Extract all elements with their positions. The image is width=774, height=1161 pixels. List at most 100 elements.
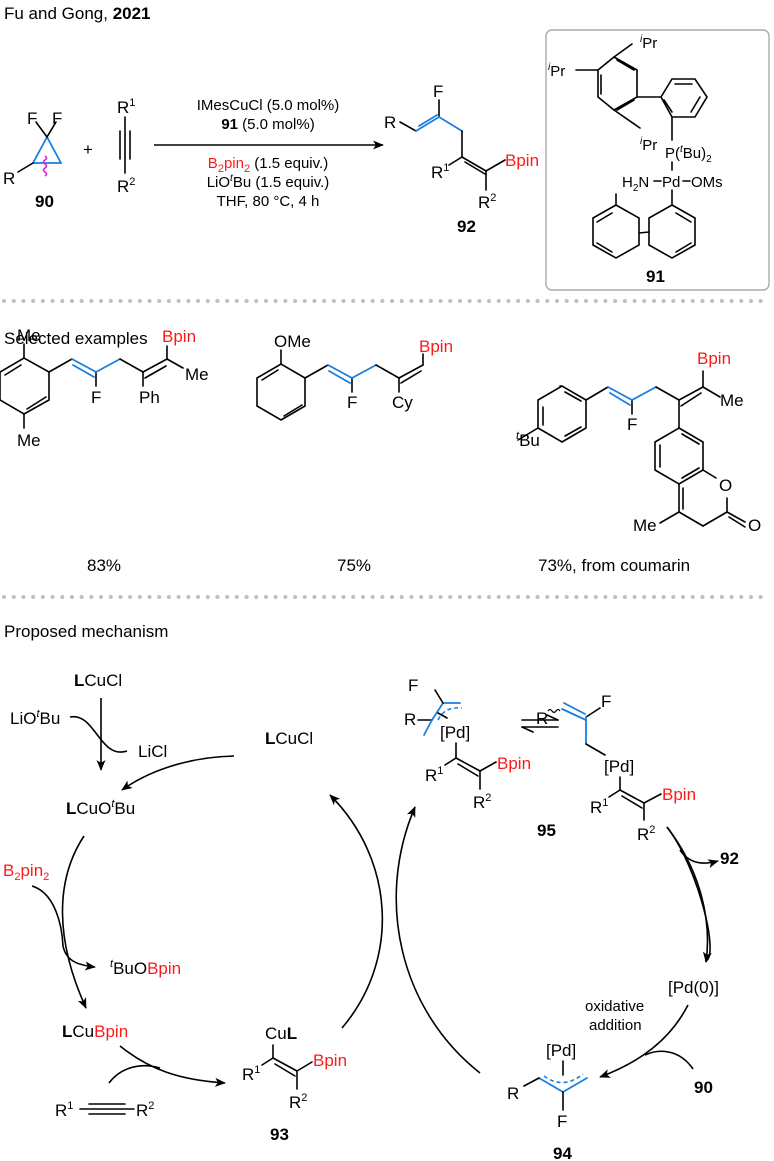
svg-text:Bpin: Bpin: [419, 337, 453, 356]
lcuotbu-species: LCuOtBu: [66, 798, 135, 818]
svg-text:iPr: iPr: [640, 136, 657, 154]
example-3: tBu F Me Me O O Bpin 73%, from coumarin: [516, 349, 761, 575]
svg-text:R1: R1: [242, 1064, 260, 1084]
svg-text:91 (5.0 mol%): 91 (5.0 mol%): [221, 116, 314, 133]
svg-text:F: F: [347, 393, 357, 412]
svg-text:R2: R2: [117, 176, 135, 196]
b2pin2-reagent: B2pin2: [3, 861, 49, 883]
intermediate-95-sigma: R R F [Pd] R1 Bpin R2: [536, 692, 696, 844]
svg-text:F: F: [408, 676, 418, 695]
compound-label-94: 94: [553, 1144, 572, 1161]
reagent-90: F F R 90: [3, 109, 62, 211]
compound-label-95: 95: [537, 821, 556, 840]
header-title: Fu and Gong, 2021: [4, 4, 151, 23]
svg-text:Me: Me: [17, 431, 41, 450]
svg-text:Bpin: Bpin: [662, 785, 696, 804]
svg-text:[Pd]: [Pd]: [604, 757, 634, 776]
svg-text:O: O: [719, 476, 732, 495]
svg-text:OMe: OMe: [274, 332, 311, 351]
svg-text:[Pd]: [Pd]: [440, 723, 470, 742]
catalyst-91-box: iPr iPr iPr P(tBu)2 H2N Pd OMs 91: [545, 29, 770, 291]
example-1: Me Me F Ph Me Bpin 83%: [0, 326, 209, 575]
f-atom: F: [52, 109, 62, 128]
product-92: R F R1 Bpin R2 92: [384, 82, 539, 236]
compound-label-90: 90: [35, 192, 54, 211]
section-title-mechanism: Proposed mechanism: [4, 622, 168, 641]
f-atom: F: [27, 109, 37, 128]
yield-label: 83%: [87, 556, 121, 575]
section-title-examples: Selected examples: [4, 329, 148, 348]
svg-text:P(tBu)2: P(tBu)2: [665, 144, 712, 165]
svg-text:IMesCuCl (5.0 mol%): IMesCuCl (5.0 mol%): [197, 97, 340, 114]
r-group: R: [3, 169, 15, 188]
intermediate-94: [Pd] R F 94: [507, 1041, 588, 1161]
example-2: OMe F Cy Bpin 75%: [256, 332, 453, 575]
alkyne-reagent: R1 R2: [117, 97, 135, 196]
yield-label: 73%, from coumarin: [538, 556, 690, 575]
svg-text:Ph: Ph: [139, 388, 160, 407]
svg-text:CuL: CuL: [265, 1024, 297, 1043]
svg-text:R2: R2: [478, 192, 496, 212]
svg-text:Me: Me: [720, 391, 744, 410]
pd0-species: [Pd(0)]: [668, 978, 719, 997]
lcubpin-species: LCuBpin: [62, 1022, 128, 1041]
liotbu-reagent: LiOtBu: [10, 708, 60, 728]
compound-label-91: 91: [646, 267, 665, 286]
svg-text:Me: Me: [185, 365, 209, 384]
svg-text:iPr: iPr: [640, 34, 657, 52]
svg-text:LiOtBu (1.5 equiv.): LiOtBu (1.5 equiv.): [207, 173, 330, 191]
svg-text:R1: R1: [590, 797, 608, 817]
svg-text:R: R: [507, 1084, 519, 1103]
oxidative-addition-label: oxidative: [585, 998, 644, 1015]
svg-text:R2: R2: [289, 1092, 307, 1112]
svg-text:F: F: [91, 388, 101, 407]
licl-byproduct: LiCl: [138, 742, 167, 761]
equilibrium-arrows: [521, 714, 559, 733]
product-92-release: 92: [720, 849, 739, 868]
svg-text:Bpin: Bpin: [697, 349, 731, 368]
tbuobpin-byproduct: tBuOBpin: [110, 958, 181, 978]
svg-text:OMs: OMs: [691, 174, 723, 191]
svg-text:iPr: iPr: [548, 62, 565, 80]
svg-text:H2N: H2N: [622, 174, 649, 194]
svg-text:F: F: [601, 692, 611, 711]
compound-label-93: 93: [270, 1125, 289, 1144]
svg-text:THF, 80 °C, 4 h: THF, 80 °C, 4 h: [217, 193, 320, 210]
lcucl-precatalyst: LCuCl: [74, 671, 122, 690]
intermediate-95: R F [Pd] R1 Bpin R2 95: [404, 676, 556, 840]
svg-text:R: R: [536, 709, 548, 728]
compound-label-92: 92: [457, 217, 476, 236]
svg-text:R2: R2: [637, 824, 655, 844]
svg-text:R1: R1: [431, 162, 449, 182]
svg-text:R1: R1: [55, 1100, 73, 1120]
svg-text:Me: Me: [633, 516, 657, 535]
svg-text:Bpin: Bpin: [313, 1051, 347, 1070]
svg-text:B2pin2 (1.5 equiv.): B2pin2 (1.5 equiv.): [208, 155, 328, 175]
yield-label: 75%: [337, 556, 371, 575]
svg-text:Cy: Cy: [392, 393, 413, 412]
svg-text:F: F: [557, 1112, 567, 1131]
plus-sign: +: [83, 140, 93, 159]
intermediate-93: CuL R1 Bpin R2 93: [242, 1024, 347, 1144]
reaction-conditions: IMesCuCl (5.0 mol%) 91 (5.0 mol%) B2pin2…: [197, 97, 340, 210]
svg-text:tBu: tBu: [516, 430, 540, 450]
lcucl-cycle: LCuCl: [265, 729, 313, 748]
svg-text:R1: R1: [425, 765, 443, 785]
svg-text:[Pd]: [Pd]: [546, 1041, 576, 1060]
svg-text:F: F: [627, 415, 637, 434]
svg-text:Pd: Pd: [662, 174, 680, 191]
svg-text:Bpin: Bpin: [162, 327, 196, 346]
svg-text:F: F: [433, 82, 443, 101]
substrate-90-in: 90: [694, 1078, 713, 1097]
svg-text:R: R: [404, 710, 416, 729]
svg-text:Bpin: Bpin: [505, 151, 539, 170]
svg-text:R: R: [384, 113, 396, 132]
svg-text:Bpin: Bpin: [497, 754, 531, 773]
svg-text:R2: R2: [473, 792, 491, 812]
svg-text:R2: R2: [136, 1100, 154, 1120]
svg-text:O: O: [748, 516, 761, 535]
alkyne-substrate: R1 R2: [55, 1100, 154, 1120]
oxidative-addition-label: addition: [589, 1017, 642, 1034]
svg-text:Me: Me: [17, 326, 41, 345]
